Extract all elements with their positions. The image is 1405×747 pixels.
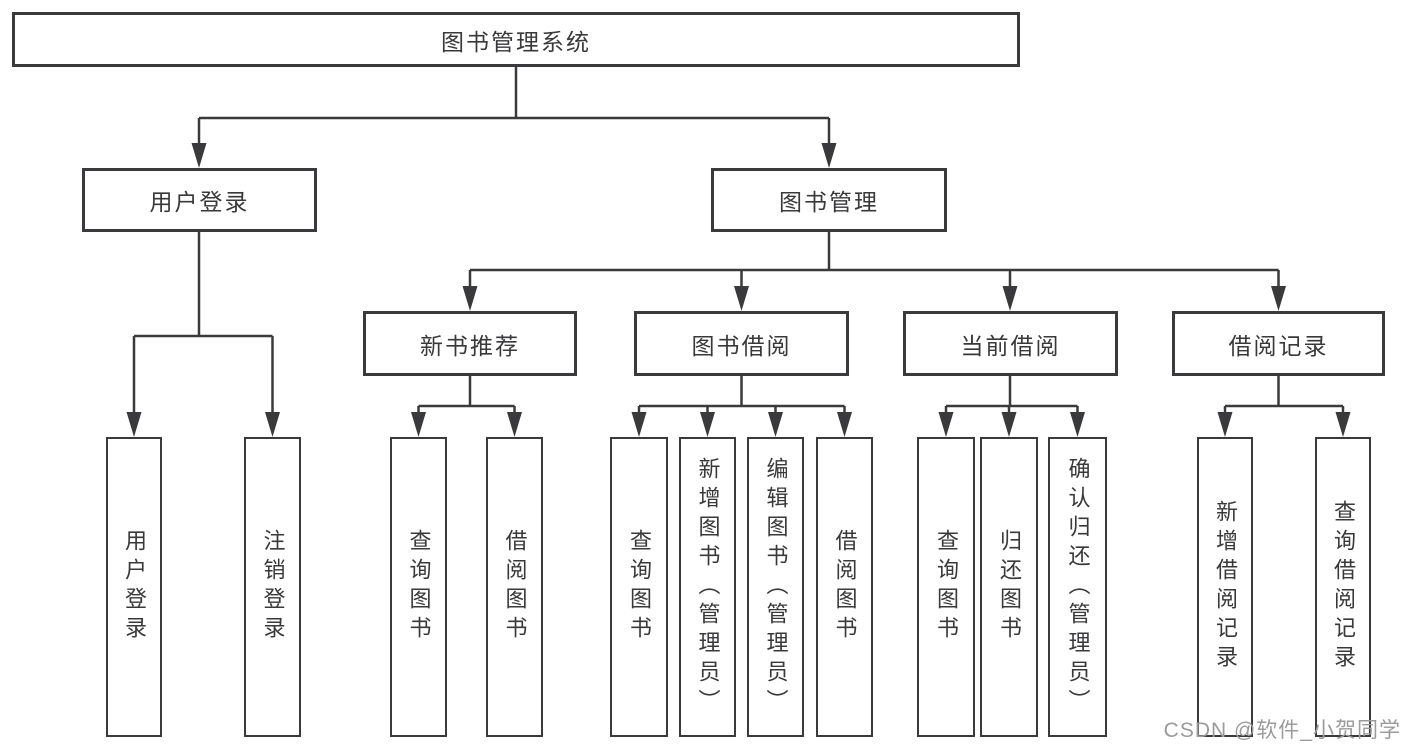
- arrowhead: [1335, 412, 1351, 437]
- arrowhead: [700, 412, 715, 437]
- arrowhead: [1002, 286, 1018, 311]
- arrowhead: [734, 286, 749, 311]
- node-borrowing-records: 借阅记录: [1172, 311, 1385, 376]
- node-return-books: 归还图书: [980, 437, 1038, 737]
- arrowhead: [1070, 412, 1085, 437]
- node-label: 用户登录: [122, 529, 147, 645]
- node-label: 借阅图书: [832, 529, 858, 645]
- arrowhead: [411, 412, 426, 437]
- arrowhead: [1001, 412, 1017, 437]
- arrowhead: [191, 143, 207, 168]
- node-query-books-borrow: 查询图书: [610, 437, 668, 737]
- node-label: 编辑图书（管理员）: [763, 456, 789, 718]
- arrowhead: [507, 412, 522, 437]
- node-book-borrowing: 图书借阅: [634, 311, 849, 376]
- node-book-management: 图书管理: [711, 168, 947, 232]
- node-current-borrowing: 当前借阅: [903, 311, 1118, 376]
- node-query-books-recommend: 查询图书: [390, 437, 447, 737]
- arrowhead: [265, 412, 280, 437]
- node-edit-books-admin: 编辑图书（管理员）: [747, 437, 804, 737]
- node-borrow-books-recommend: 借阅图书: [486, 437, 543, 737]
- node-logout-action: 注销登录: [244, 437, 301, 737]
- node-borrow-books: 借阅图书: [816, 437, 873, 737]
- node-label: 查询借阅记录: [1331, 500, 1356, 674]
- node-label: 确认归还（管理员）: [1065, 456, 1091, 718]
- node-query-borrow-record: 查询借阅记录: [1315, 437, 1371, 737]
- watermark-text: CSDN @软件_小贺同学: [1163, 719, 1401, 742]
- arrowhead: [1271, 286, 1286, 311]
- node-new-book-recommendation: 新书推荐: [363, 311, 577, 376]
- node-library-management-system: 图书管理系统: [12, 12, 1020, 67]
- node-user-login: 用户登录: [82, 168, 317, 232]
- connector-root-to-level2: [197, 67, 831, 147]
- arrowhead: [768, 412, 783, 437]
- node-add-books-admin: 新增图书（管理员）: [679, 437, 736, 737]
- node-add-borrow-record: 新增借阅记录: [1197, 437, 1253, 737]
- arrowhead: [837, 412, 852, 437]
- arrowhead: [126, 412, 142, 437]
- arrowhead: [1217, 412, 1233, 437]
- connector-bookmgmt-to-level3: [468, 232, 1280, 290]
- node-label: 查询图书: [406, 529, 432, 645]
- node-label: 新增图书（管理员）: [695, 456, 721, 718]
- connector-currentborrow-to-children: [944, 376, 1079, 416]
- node-label: 归还图书: [997, 529, 1022, 645]
- node-label: 新增借阅记录: [1213, 500, 1238, 674]
- connector-newbook-to-children: [417, 376, 516, 416]
- arrowhead: [631, 412, 647, 437]
- node-label: 查询图书: [627, 529, 652, 645]
- node-user-login-action: 用户登录: [106, 437, 162, 737]
- arrowhead: [462, 286, 478, 311]
- node-label: 借阅图书: [502, 529, 528, 645]
- node-query-books-current: 查询图书: [917, 437, 975, 737]
- connector-userlogin-to-children: [132, 232, 274, 415]
- arrowhead: [821, 143, 837, 168]
- connector-records-to-children: [1223, 376, 1345, 416]
- arrowheads: [126, 143, 1351, 437]
- arrowhead: [938, 412, 954, 437]
- node-label: 查询图书: [934, 529, 959, 645]
- node-label: 注销登录: [260, 529, 286, 645]
- connector-bookborrow-to-children: [637, 376, 846, 416]
- node-confirm-return-admin: 确认归还（管理员）: [1048, 437, 1107, 737]
